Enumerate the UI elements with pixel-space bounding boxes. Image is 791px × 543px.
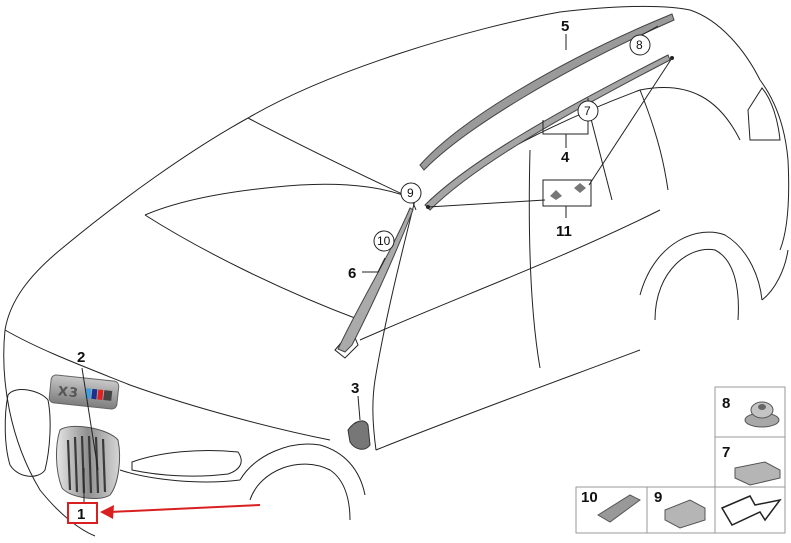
legend-label-9: 9 [654,489,662,506]
headlight [131,449,242,477]
nut-icon [744,401,780,428]
red-pointer-arrow [100,504,261,519]
callout-9-circle [400,182,422,204]
bracket-clip-icon [734,461,781,486]
hood-crease [144,214,361,321]
callout-10: 10 [377,234,391,248]
bumper-lower [119,469,241,483]
callout-8: 8 [636,38,643,52]
nav-arrow-icon [720,495,782,526]
rear-wheel [654,248,739,321]
rear-wheel-arch [639,231,763,301]
callout-7: 7 [584,104,591,118]
callout-3: 3 [351,380,359,397]
roof-line [247,5,761,119]
fender-vent [347,420,371,450]
trim-clip-icon [597,494,641,523]
callout-1-highlight-box [67,502,98,524]
rear-window [747,87,781,141]
callout-11: 11 [556,223,572,240]
legend: 8 7 10 9 [575,386,786,534]
callout-7-circle [577,100,599,122]
holder-clip-icon [664,499,706,529]
windshield-base [144,183,416,216]
badge-text: X3 [57,384,80,401]
callouts: 2 3 4 5 6 11 7 8 9 10 1 [67,18,651,524]
rear-outline [759,79,790,251]
callout-8-circle [629,34,651,56]
callout-5: 5 [561,18,569,35]
leader-lines [81,25,673,505]
side-lower [375,349,641,451]
rear-quarter [639,86,741,141]
legend-label-10: 10 [581,489,598,506]
badge-plate [48,374,120,410]
leader-dot-9 [426,205,430,209]
beltline [359,209,661,341]
hood-left [4,117,249,331]
roof-rail [419,13,675,171]
a-pillar [372,199,416,451]
legend-label-8: 8 [722,395,730,412]
roof-molding [424,54,671,211]
rear-lower [761,249,789,301]
clips-group [542,179,592,207]
grille-left-outline [4,389,51,477]
hood-front [4,329,331,441]
clip-right-icon [574,183,586,193]
clips-box [542,179,592,207]
bumper [3,329,96,537]
legend-item-8 [714,386,786,438]
grille-bars [66,435,107,494]
windshield-top [247,117,416,201]
front-wheel-arch [239,443,366,496]
car-outline [3,5,790,537]
callout-10-circle [373,230,395,252]
callout-1: 1 [77,506,85,523]
front-wheel [249,463,351,521]
clip-left-icon [550,190,562,200]
callout-6: 6 [348,265,356,282]
callout-4: 4 [561,149,570,166]
legend-label-7: 7 [722,444,730,461]
kidney-grille [4,389,121,499]
callout-2: 2 [77,349,85,366]
callout-9: 9 [407,186,414,200]
b-pillar [589,114,613,201]
side-window [429,89,669,201]
leader-dot-8 [670,56,674,60]
front-door-line [528,149,541,369]
